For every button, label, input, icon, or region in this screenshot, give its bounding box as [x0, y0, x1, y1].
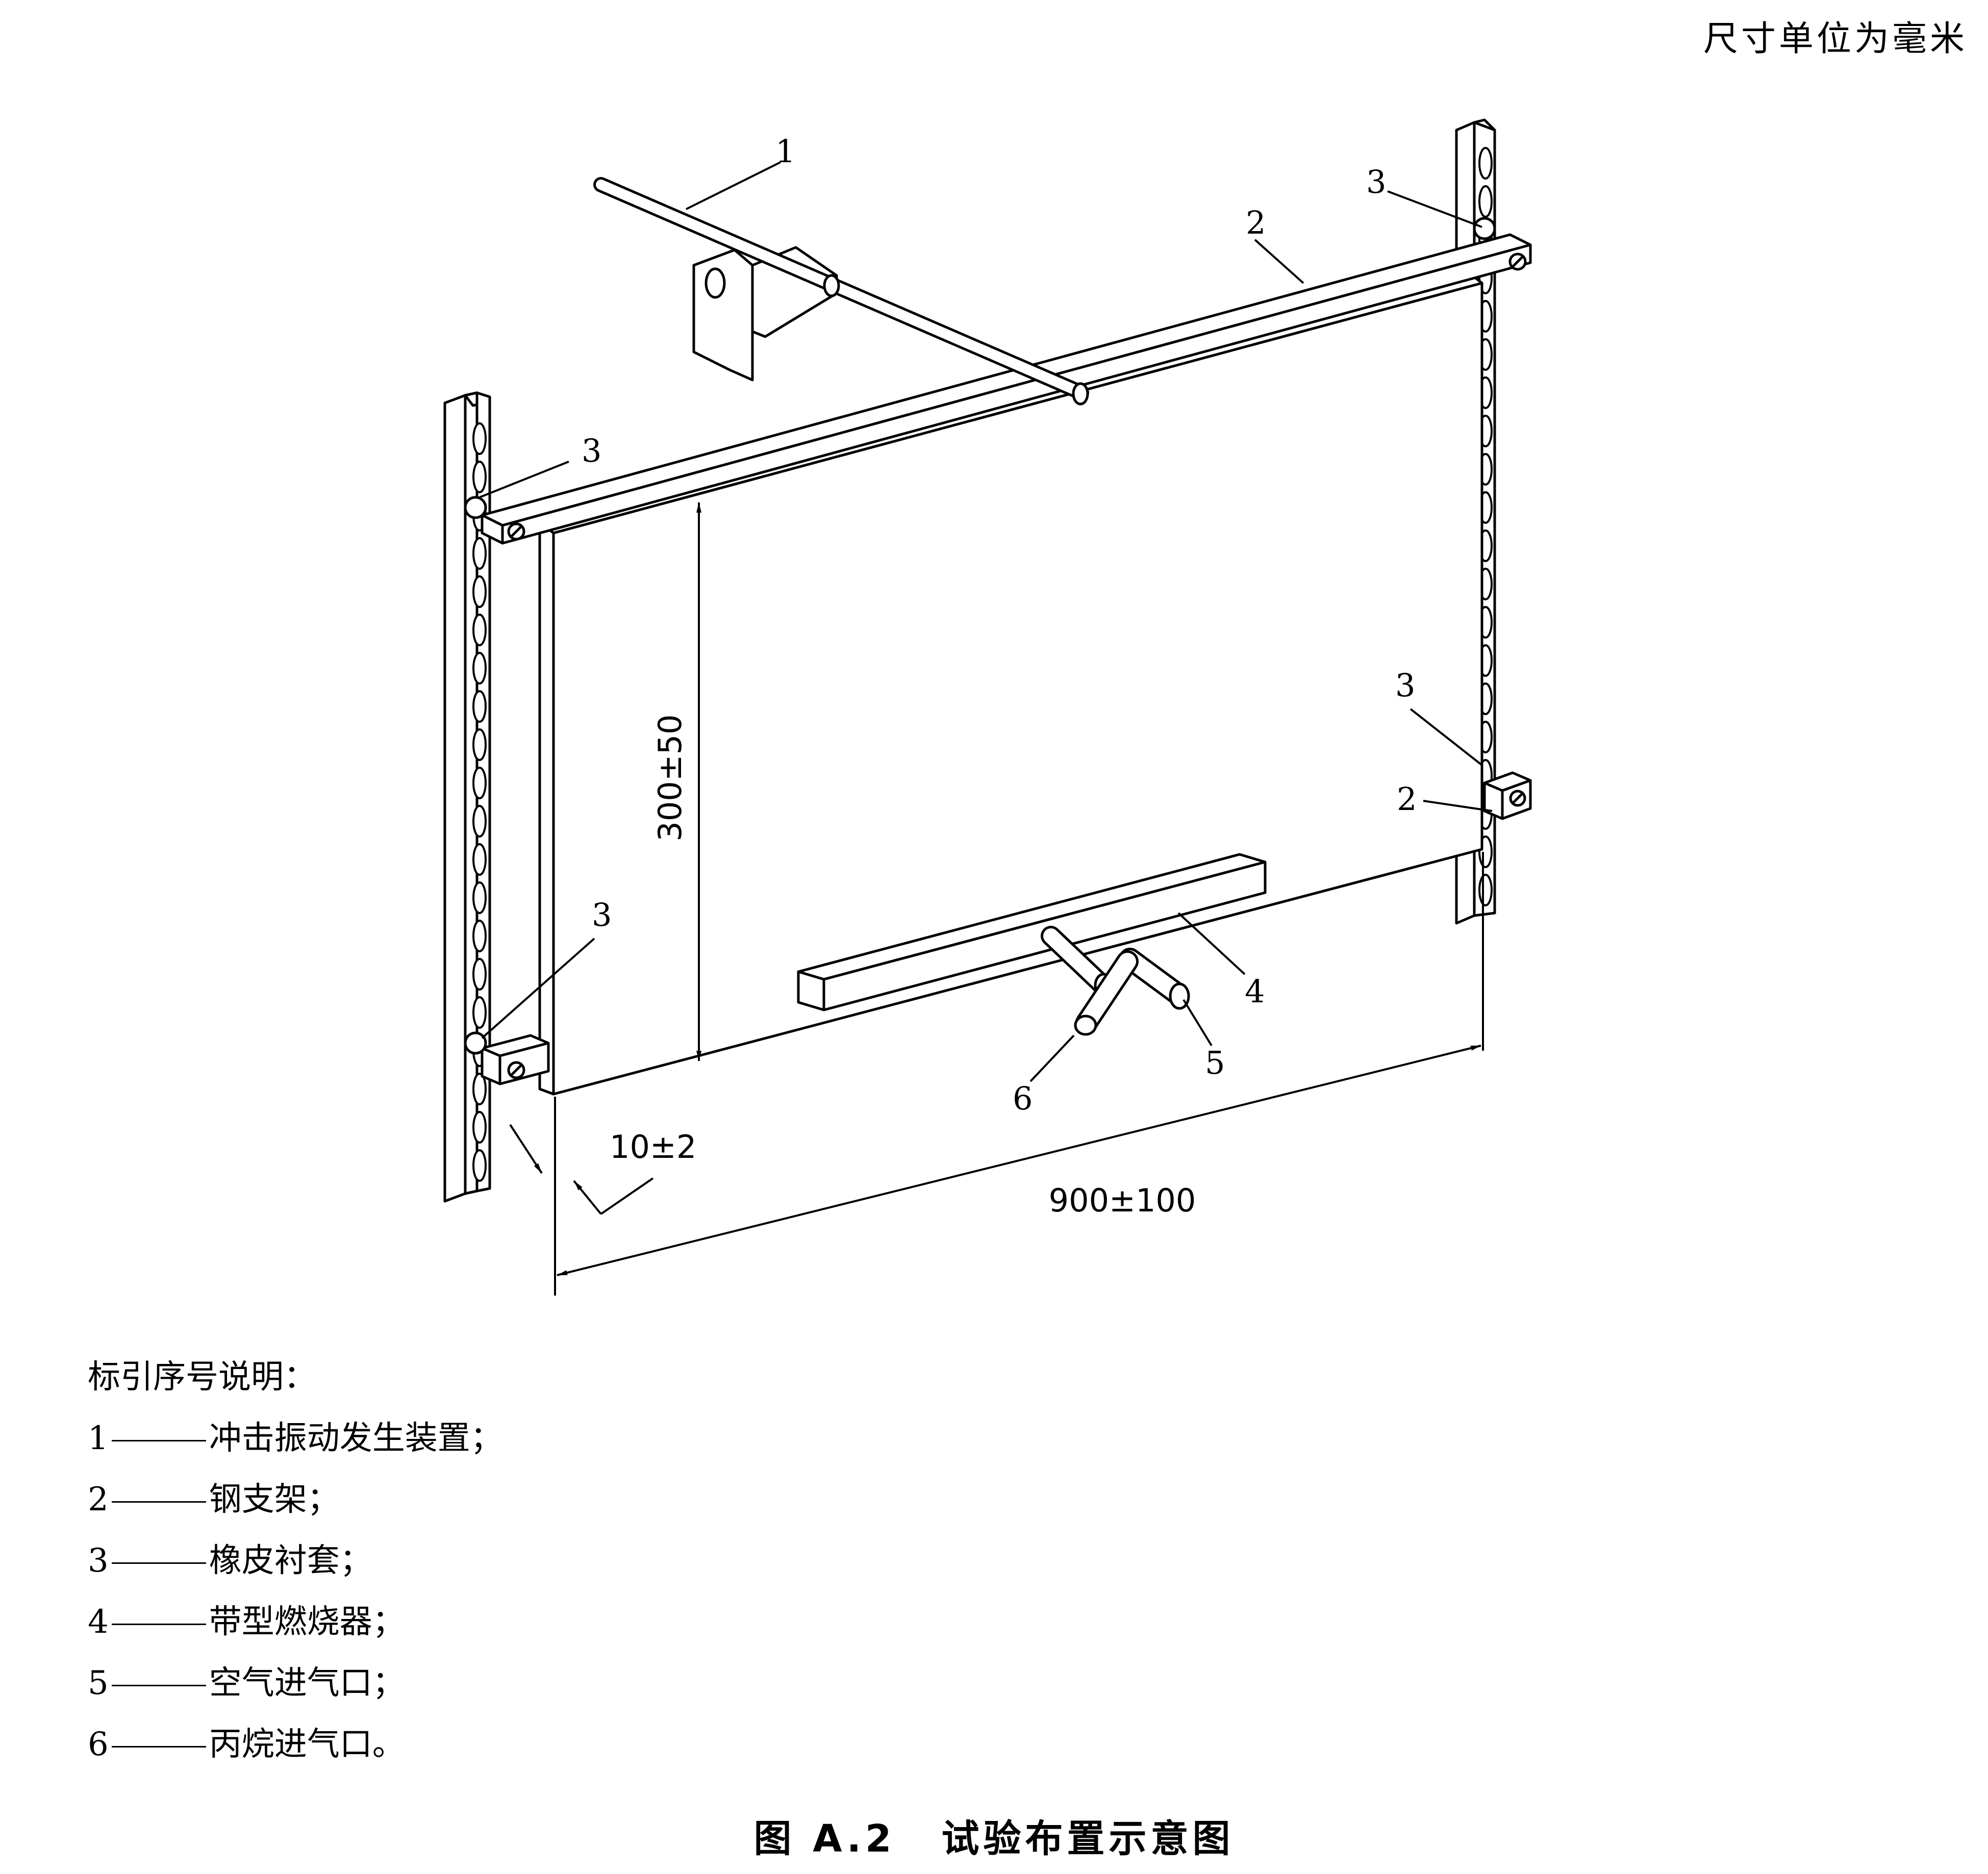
leader-4 [1177, 912, 1246, 975]
legend-item-text: 空气进气口； [209, 1664, 405, 1702]
gap-leader [600, 1177, 654, 1215]
legend-title: 标引序号说明： [88, 1358, 316, 1396]
units-note: 尺寸单位为毫米 [1703, 19, 1968, 59]
impact-vibration-device [593, 177, 1089, 406]
callout-2-right: 2 [1397, 780, 1417, 818]
gap-dim-label: 10±2 [610, 1128, 696, 1166]
legend-item-number: 3 [88, 1542, 109, 1580]
top-steel-beam [464, 217, 1532, 545]
legend-item: 3 橡皮衬套； [88, 1530, 503, 1591]
legend-item-text: 丙烷进气口。 [209, 1726, 405, 1763]
ribbon-burner [797, 853, 1267, 1036]
legend-item-number: 4 [88, 1603, 109, 1641]
legend-item-number: 1 [88, 1420, 109, 1457]
legend-dash [111, 1624, 206, 1625]
leader-2-top [1254, 239, 1304, 284]
legend-dash [111, 1440, 206, 1441]
leader-1 [686, 161, 781, 210]
legend-dash [111, 1562, 206, 1564]
leader-3-top-left [479, 461, 569, 498]
callout-1: 1 [775, 133, 795, 170]
legend-dash [111, 1685, 206, 1686]
leader-3-bottom-left [481, 938, 595, 1039]
leader-3-top-right [1387, 190, 1482, 228]
leader-6 [1029, 1034, 1075, 1082]
figure-title: 试验布置示意图 [941, 1817, 1235, 1861]
width-dim-line [557, 1045, 1481, 1276]
legend-item: 2 钢支架； [88, 1469, 503, 1530]
callout-4: 4 [1245, 973, 1265, 1010]
callout-6: 6 [1013, 1080, 1033, 1117]
legend-item: 6 丙烷进气口。 [88, 1714, 503, 1775]
left-steel-rail [443, 391, 491, 1203]
legend-dash [111, 1501, 206, 1503]
legend-item: 1 冲击振动发生装置； [88, 1408, 503, 1469]
legend-item: 5 空气进气口； [88, 1653, 503, 1714]
legend-item-text: 冲击振动发生装置； [209, 1420, 503, 1457]
legend-item-text: 钢支架； [209, 1481, 340, 1518]
gap-dim-tick-2 [573, 1180, 602, 1215]
leader-2-right [1423, 800, 1493, 812]
gap-dim-tick-1 [509, 1124, 543, 1174]
figure-id: 图 A.2 [753, 1817, 896, 1861]
legend-item-text: 带型燃烧器； [209, 1603, 405, 1641]
legend-dash [111, 1746, 206, 1748]
height-dim-label: 300±50 [651, 714, 689, 841]
width-dim-label: 900±100 [1049, 1182, 1196, 1219]
callout-3-top-right: 3 [1366, 163, 1386, 200]
callout-2-top: 2 [1246, 204, 1266, 241]
legend-item-number: 5 [88, 1664, 109, 1702]
callout-5: 5 [1205, 1044, 1225, 1081]
legend-item-number: 2 [88, 1481, 109, 1518]
test-setup-diagram: 1 2 3 3 3 2 3 4 5 6 300±50 900±100 10±2 [443, 118, 1532, 1296]
legend-item: 4 带型燃烧器； [88, 1591, 503, 1653]
right-lower-clamp [1483, 771, 1532, 820]
legend-item-number: 6 [88, 1726, 109, 1763]
left-lower-clamp [464, 1031, 550, 1085]
callout-3-bottom-left: 3 [592, 896, 612, 933]
callout-3-top-left: 3 [582, 432, 601, 469]
legend-item-text: 橡皮衬套； [209, 1542, 372, 1580]
figure-caption: 图 A.2 试验布置示意图 [0, 1808, 1988, 1863]
leader-3-mid-right [1410, 708, 1483, 766]
leader-5 [1182, 999, 1213, 1047]
callout-3-mid-right: 3 [1395, 667, 1415, 704]
